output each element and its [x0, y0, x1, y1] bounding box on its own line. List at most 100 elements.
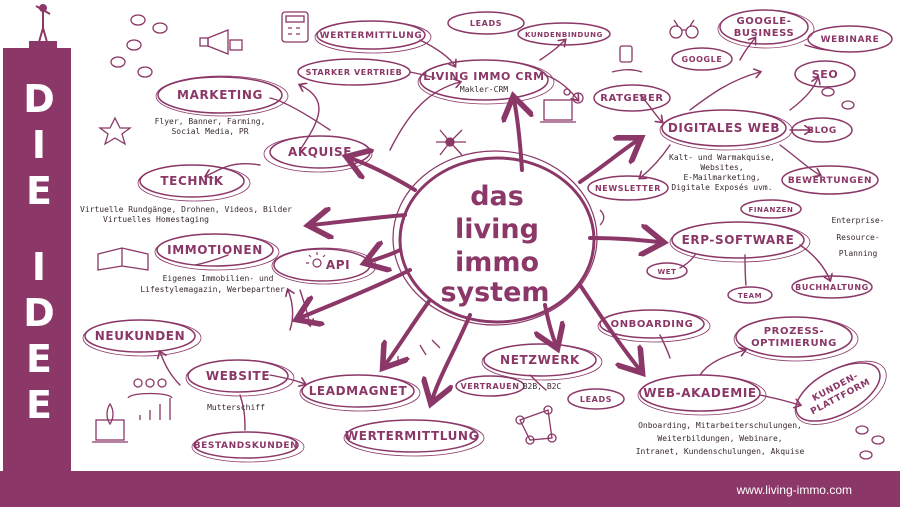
node-akquise: AKQUISE	[263, 135, 373, 173]
node-seo: SEO	[794, 60, 856, 88]
label-web-akademie: WEB-AKADEMIE	[643, 386, 756, 400]
label-prozess-1: PROZESS-	[764, 326, 825, 337]
node-buchhaltung: BUCHHALTUNG	[791, 275, 873, 299]
sun-icon	[306, 252, 326, 268]
note-technik-1: Virtuelle Rundgänge, Drohnen, Videos, Bi…	[80, 205, 292, 214]
node-website: WEBSITE	[185, 359, 295, 397]
node-neukunden: NEUKUNDEN	[82, 319, 202, 357]
label-immotionen: IMMOTIONEN	[167, 243, 263, 257]
node-erp-software: ERP-SOFTWARE	[669, 221, 811, 263]
mind-map-canvas: das living immo system MARKETING AKQUISE	[29, 4, 893, 463]
label-onboarding: ONBOARDING	[611, 319, 694, 330]
note-digitales-web-3: E-Mailmarketing,	[683, 173, 760, 182]
node-bestandskunden: BESTANDSKUNDEN	[191, 431, 305, 463]
people-network-icon	[515, 405, 557, 445]
center-line-3: immo	[455, 247, 539, 278]
label-erp-software: ERP-SOFTWARE	[682, 233, 795, 247]
label-seo: SEO	[812, 68, 839, 81]
note-web-akademie-3: Intranet, Kundenschulungen, Akquise	[636, 447, 805, 456]
team-growth-icon	[127, 378, 173, 420]
label-b2b-b2c: B2B, B2C	[523, 382, 562, 391]
notes: Flyer, Banner, Farming, Social Media, PR…	[80, 117, 884, 456]
node-team: TEAM	[727, 286, 773, 304]
center-line-1: das	[470, 181, 524, 212]
label-digitales-web: DIGITALES WEB	[668, 121, 780, 135]
node-google-business: GOOGLE- BUSINESS	[717, 9, 815, 49]
nodes: MARKETING AKQUISE TECHNIK IMMOTIONEN	[82, 9, 893, 463]
label-ratgeber: RATGEBER	[600, 93, 663, 104]
arrow-to-wertermittlung	[432, 313, 472, 400]
decorations	[29, 4, 885, 460]
node-technik: TECHNIK	[137, 164, 251, 202]
megaphone-icon	[199, 29, 243, 55]
node-leads-top: LEADS	[447, 11, 525, 35]
label-netzwerk: NETZWERK	[500, 353, 580, 367]
center-line-2: living	[455, 214, 539, 245]
note-erp-3: Planning	[839, 249, 878, 258]
note-web-akademie-2: Weiterbildungen, Webinare,	[657, 434, 782, 443]
sidebar-letter-3: E	[26, 169, 52, 213]
sidebar-letter-7: E	[26, 337, 52, 381]
label-api: API	[326, 258, 350, 272]
node-webinare: WEBINARE	[807, 25, 893, 53]
main-arrows	[300, 100, 660, 400]
note-web-akademie-1: Onboarding, Mitarbeiterschulungen,	[638, 421, 802, 430]
network-icon	[436, 129, 466, 156]
label-google: GOOGLE	[682, 55, 723, 64]
arrow-to-netzwerk	[545, 303, 556, 345]
note-digitales-web-4: Digitale Exposés uvm.	[671, 182, 772, 192]
footer-url-link[interactable]: www.living-immo.com	[736, 483, 852, 497]
note-immotionen-1: Eigenes Immobilien- und	[163, 274, 274, 283]
label-wertermittlung-bottom: WERTERMITTLUNG	[345, 429, 479, 443]
node-onboarding: ONBOARDING	[597, 309, 711, 343]
note-technik-2: Virtuelles Homestaging	[103, 215, 209, 224]
rings-decoration-right	[821, 87, 885, 460]
book-icon	[97, 247, 149, 271]
node-leadmagnet: LEADMAGNET	[299, 374, 421, 412]
label-newsletter: NEWSLETTER	[595, 184, 661, 193]
label-wertermittlung-top: WERTERMITTLUNG	[320, 31, 423, 41]
node-leads-bottom: LEADS	[567, 388, 625, 410]
node-ratgeber: RATGEBER	[593, 84, 671, 112]
node-vertrauen: VERTRAUEN	[455, 375, 525, 397]
arrow-to-web-akademie	[578, 283, 640, 370]
note-digitales-web-1: Kalt- und Warmakquise,	[669, 153, 775, 162]
label-google-business-1: GOOGLE-	[737, 16, 792, 27]
note-website: Mutterschiff	[207, 403, 265, 412]
label-wet: WET	[657, 268, 676, 276]
sidebar-letter-2: I	[31, 123, 47, 167]
note-marketing-2: Social Media, PR	[171, 127, 248, 136]
node-kundenbindung: KUNDENBINDUNG	[517, 22, 611, 46]
laptop-gear-icon	[540, 88, 584, 123]
label-buchhaltung: BUCHHALTUNG	[795, 283, 869, 292]
sidebar-letter-5: I	[31, 245, 47, 289]
label-google-business-2: BUSINESS	[734, 28, 795, 39]
label-finanzen: FINANZEN	[748, 206, 793, 214]
node-digitales-web: DIGITALES WEB	[659, 109, 793, 151]
sidebar-letter-6: D	[23, 291, 55, 335]
sidebar-banner: D I E I D E E	[3, 48, 71, 473]
binoculars-icon	[669, 19, 699, 39]
arrow-to-leadmagnet	[385, 298, 432, 365]
label-vertrauen: VERTRAUEN	[460, 382, 519, 391]
arrow-to-erp	[588, 238, 660, 242]
label-leads-top: LEADS	[470, 19, 502, 28]
label-leads-bottom: LEADS	[580, 395, 612, 404]
node-living-immo-crm: LIVING IMMO CRM Makler-CRM	[417, 59, 555, 105]
node-starker-vertrieb: STARKER VERTRIEB	[297, 58, 411, 86]
node-wertermittlung-top: WERTERMITTLUNG	[314, 20, 432, 54]
label-kundenbindung: KUNDENBINDUNG	[525, 31, 603, 39]
node-newsletter: NEWSLETTER	[587, 175, 669, 201]
label-marketing: MARKETING	[177, 88, 263, 102]
label-blog: BLOG	[807, 126, 837, 136]
center-line-4: system	[440, 277, 549, 308]
node-bewertungen: BEWERTUNGEN	[781, 165, 879, 195]
node-finanzen: FINANZEN	[740, 199, 802, 219]
node-google: GOOGLE	[671, 47, 733, 71]
note-erp-2: Resource-	[836, 233, 879, 242]
label-prozess-2: OPTIMIERUNG	[751, 338, 837, 349]
label-bestandskunden: BESTANDSKUNDEN	[194, 441, 299, 451]
node-marketing: MARKETING	[155, 75, 289, 117]
thin-connectors	[160, 38, 830, 431]
